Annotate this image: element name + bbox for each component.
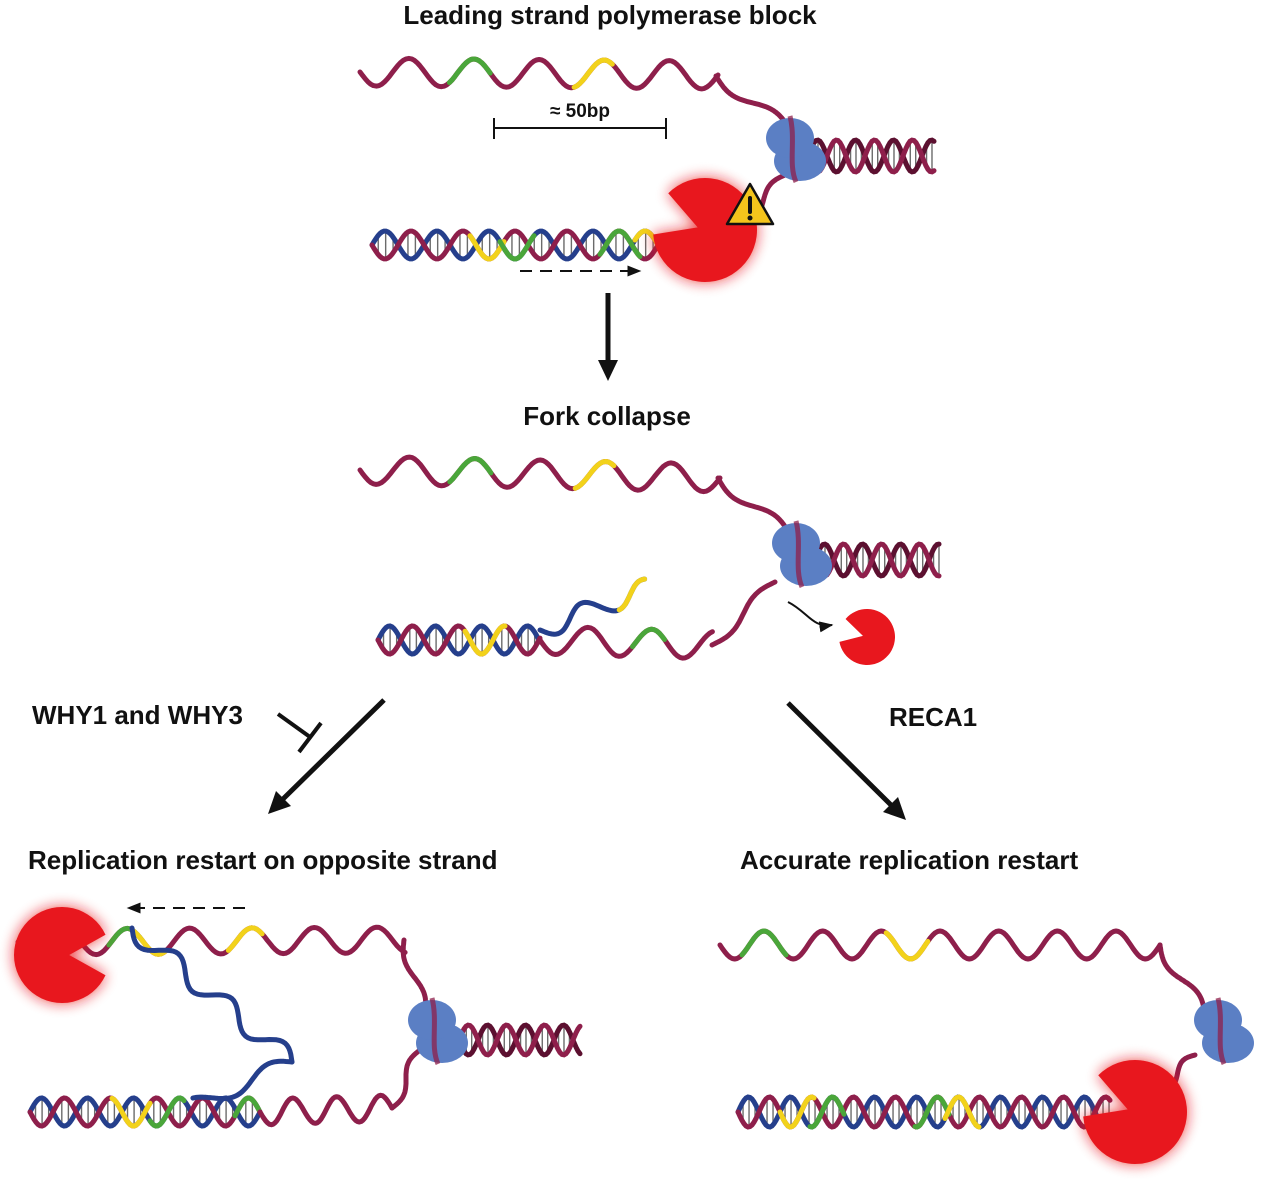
stage3-right-title: Accurate replication restart [740,845,1079,875]
right-bottom-duplex-3 [735,1094,1113,1130]
template-switch-strand-a [129,925,295,1065]
polymerase-icon [653,178,757,282]
bottom-template-ss-2 [537,624,715,661]
helicase-icon [772,520,832,589]
right-top-tail-3 [1157,942,1208,1018]
bottom-template-tail-2 [709,579,778,648]
top-template-tail-1 [713,73,793,133]
spacing-scale-bar [493,118,667,139]
polymerase-release-arrow [787,601,834,633]
flow-arrow-left [268,698,386,814]
left-bottom-tail-3 [389,1047,423,1111]
released-polymerase-icon [839,609,895,665]
parental-duplex-2 [812,541,942,579]
top-template-tail-2 [715,475,793,538]
top-template-strand-2 [357,454,723,495]
collapsed-duplex-2 [375,623,543,657]
parental-duplex-1 [805,137,937,175]
left-bottom-ss-3 [257,1092,395,1128]
double-stranded-dna-layer [27,137,1113,1130]
stage2-title: Fork collapse [523,401,691,431]
stage1-title: Leading strand polymerase block [403,0,817,30]
displaced-nascent-strand-2 [537,576,648,637]
helicase-icon [1194,997,1254,1066]
single-stranded-dna-layer [15,55,1208,1128]
warning-icon [725,182,775,226]
helicase-icon [408,997,468,1066]
spacing-label: ≈ 50bp [549,101,611,122]
right-top-template-3 [717,928,1163,962]
top-template-strand-1 [357,55,721,92]
inhibition-arrow [276,712,323,754]
protein-layer [14,115,1254,1164]
helicase-icon [766,115,826,184]
polymerase-icon [14,907,106,1003]
recombinase-label: RECA1 [889,702,978,732]
polymerase-icon [1083,1060,1187,1164]
stage3-left-title: Replication restart on opposite strand [28,845,498,875]
left-bottom-duplex-3 [27,1095,263,1129]
blocked-duplex-1 [369,228,665,262]
flow-arrow-right [786,701,906,820]
template-switch-strand-b [190,1058,295,1101]
inhibitor-label: WHY1 and WHY3 [32,700,243,730]
flow-arrow-down [598,293,618,381]
arrow-layer [126,118,906,914]
